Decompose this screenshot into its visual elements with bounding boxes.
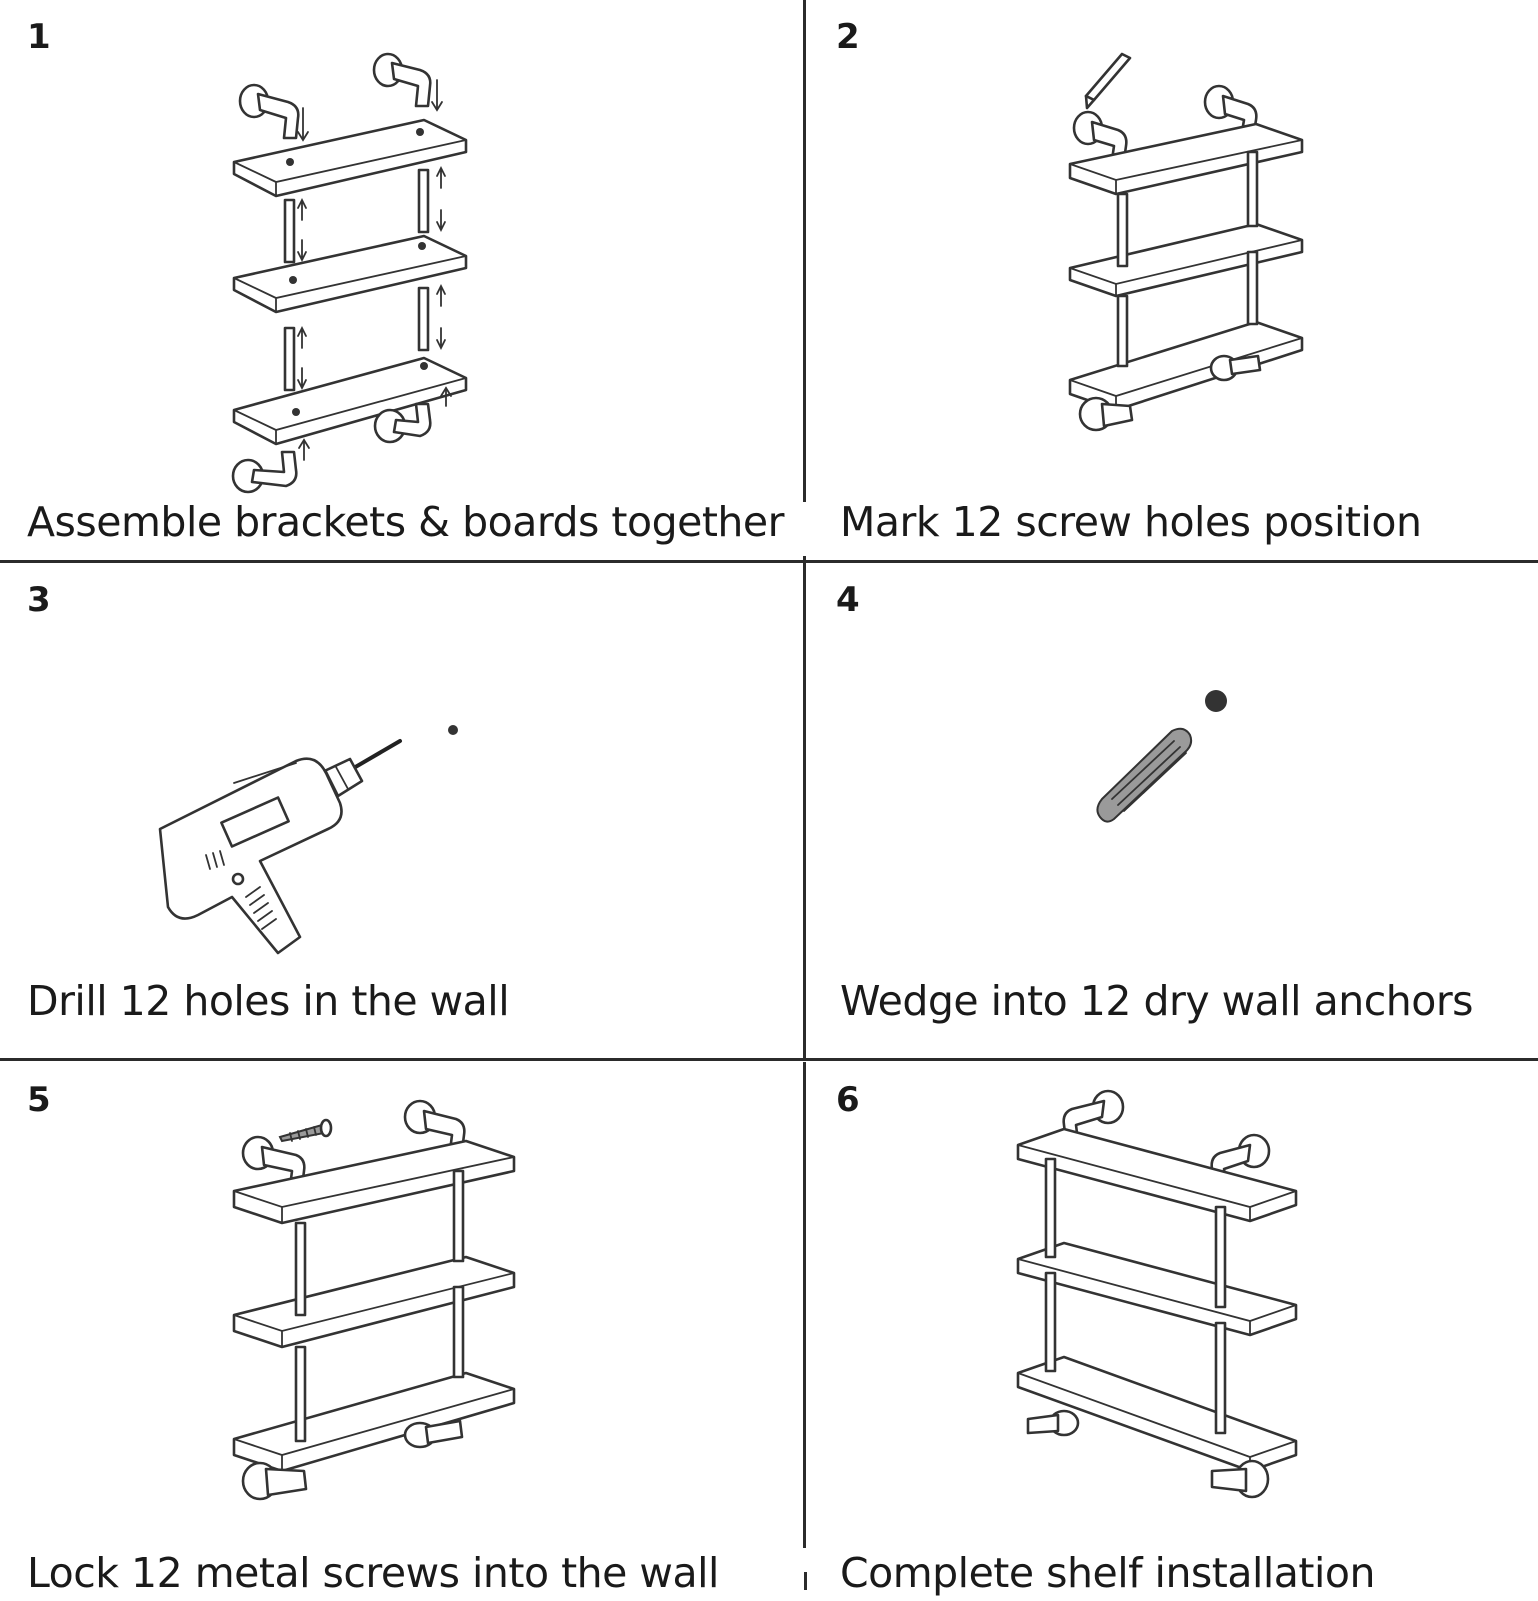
step-2-panel: 2 Mark 12 screw holes position (806, 0, 1538, 560)
step-caption: Complete shelf installation (840, 1549, 1375, 1597)
horizontal-divider-2 (0, 1058, 1538, 1061)
step-caption: Lock 12 metal screws into the wall (27, 1549, 719, 1597)
caption-tick (804, 1572, 807, 1590)
wall-anchor-icon (1096, 690, 1227, 823)
horizontal-divider-1 (0, 560, 1538, 563)
step-number: 3 (27, 580, 51, 620)
screw-icon (232, 1099, 516, 1501)
step-number: 1 (27, 17, 51, 57)
step-1-panel: 1 (0, 0, 803, 560)
step-caption: Drill 12 holes in the wall (27, 977, 510, 1025)
step-number: 6 (836, 1080, 860, 1120)
pencil-marking-icon (1068, 52, 1304, 432)
power-drill-icon (158, 725, 458, 955)
step-number: 5 (27, 1080, 51, 1120)
finished-shelf-icon (1016, 1089, 1298, 1499)
step-4-panel: 4 Wedge into 12 dry wall anchors (806, 563, 1538, 1058)
step-caption: Mark 12 screw holes position (840, 498, 1422, 546)
step-6-panel: 6 Complete shelf installation (806, 1061, 1538, 1601)
step-3-panel: 3 Drill 12 holes in the wall (0, 563, 803, 1058)
vertical-divider-bottom (803, 1062, 806, 1548)
step-caption: Assemble brackets & boards together (27, 498, 784, 546)
step-number: 4 (836, 580, 860, 620)
vertical-divider-top (803, 0, 806, 502)
step-caption: Wedge into 12 dry wall anchors (840, 977, 1474, 1025)
step-5-panel: 5 Lock 12 metal screws into the wall (0, 1061, 803, 1601)
vertical-divider-middle (803, 556, 806, 1058)
exploded-shelf-icon (231, 52, 468, 494)
step-number: 2 (836, 17, 860, 57)
